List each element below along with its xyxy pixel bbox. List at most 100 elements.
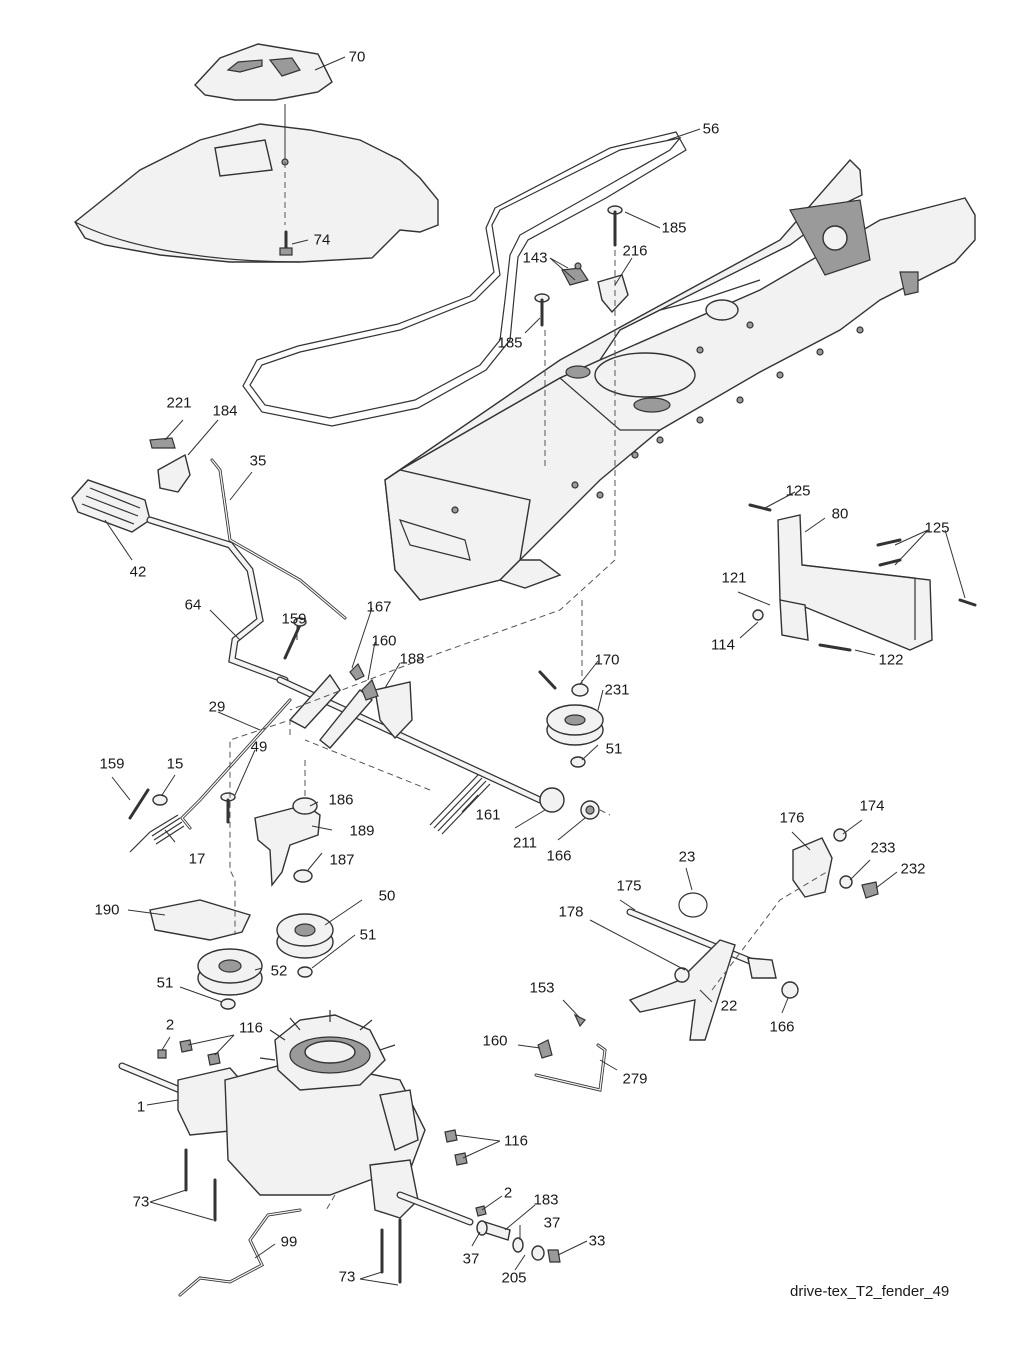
callout-170: 170 [594, 651, 620, 669]
callout-143: 143 [522, 249, 548, 267]
rod-29-part [179, 698, 292, 830]
callout-22: 22 [720, 997, 738, 1015]
callout-279: 279 [622, 1070, 648, 1088]
callout-52: 52 [270, 962, 288, 980]
callout-70: 70 [348, 48, 366, 66]
callout-175: 175 [616, 877, 642, 895]
callout-74: 74 [313, 231, 331, 249]
callout-184: 184 [212, 402, 238, 420]
callout-37: 37 [462, 1250, 480, 1268]
callout-37: 37 [543, 1214, 561, 1232]
callout-185: 185 [661, 219, 687, 237]
leader-lines [104, 56, 966, 1286]
knob-184-part [149, 437, 191, 493]
callout-233: 233 [870, 839, 896, 857]
callout-176: 176 [779, 809, 805, 827]
callout-160: 160 [371, 632, 397, 650]
bracket-189-part [254, 797, 321, 887]
callout-174: 174 [859, 797, 885, 815]
pulley-52-part [197, 948, 263, 1010]
callout-160: 160 [482, 1032, 508, 1050]
callout-153: 153 [529, 979, 555, 997]
main-frame-part [384, 158, 976, 601]
callout-189: 189 [349, 822, 375, 840]
callout-17: 17 [188, 850, 206, 868]
callout-15: 15 [166, 755, 184, 773]
callout-186: 186 [328, 791, 354, 809]
transaxle-part [118, 1010, 474, 1226]
callout-231: 231 [604, 681, 630, 699]
callout-187: 187 [329, 851, 355, 869]
callout-167: 167 [366, 598, 392, 616]
drive-belt-part [242, 131, 687, 427]
callout-159: 159 [281, 610, 307, 628]
callout-23: 23 [678, 848, 696, 866]
pulley-50-part [276, 913, 334, 978]
callout-51: 51 [156, 974, 174, 992]
callout-99: 99 [280, 1233, 298, 1251]
pulley-231-part [538, 670, 604, 768]
callout-2: 2 [503, 1184, 513, 1202]
callout-166: 166 [769, 1018, 795, 1036]
plate-190-part [149, 899, 251, 941]
callout-114: 114 [711, 636, 735, 654]
clip-160-part [349, 662, 379, 701]
bushing-211-part [539, 787, 565, 813]
callout-56: 56 [702, 120, 720, 138]
fender-part [74, 104, 439, 263]
rod-279-part [534, 1013, 607, 1092]
callout-29: 29 [208, 698, 226, 716]
callout-232: 232 [900, 860, 926, 878]
callout-166: 166 [546, 847, 572, 865]
bolt-74-part [279, 230, 293, 256]
callout-35: 35 [249, 452, 267, 470]
callout-116: 116 [504, 1132, 528, 1150]
bolt-49-part [220, 792, 236, 824]
lever-64-part [146, 516, 289, 684]
clip-216-part [561, 262, 629, 314]
callout-216: 216 [622, 242, 648, 260]
spring-161-part [429, 774, 491, 835]
callout-51: 51 [359, 926, 377, 944]
callout-185: 185 [497, 334, 523, 352]
bolts-73-part [184, 1148, 402, 1284]
spring-17-part [128, 788, 185, 853]
diagram-id-caption: drive-tex_T2_fender_49 [790, 1283, 950, 1300]
callout-121: 121 [721, 569, 747, 587]
bolt-185-part [534, 205, 623, 327]
callout-73: 73 [132, 1193, 150, 1211]
callout-73: 73 [338, 1268, 356, 1286]
callout-205: 205 [501, 1269, 527, 1287]
callout-221: 221 [166, 394, 192, 412]
callout-64: 64 [184, 596, 202, 614]
callout-161: 161 [475, 806, 501, 824]
callout-211: 211 [513, 834, 537, 852]
callout-50: 50 [378, 887, 396, 905]
callout-42: 42 [129, 563, 147, 581]
rod-35-part [210, 458, 347, 620]
callout-183: 183 [533, 1191, 559, 1209]
rod-99-part [178, 1208, 302, 1297]
callout-49: 49 [250, 738, 268, 756]
callout-190: 190 [94, 901, 120, 919]
callout-1: 1 [136, 1098, 146, 1116]
callout-116: 116 [239, 1019, 263, 1037]
callout-51: 51 [605, 740, 623, 758]
callout-178: 178 [558, 903, 584, 921]
callout-80: 80 [831, 505, 849, 523]
callout-33: 33 [588, 1232, 606, 1250]
grip-42-part [71, 479, 151, 533]
callout-125: 125 [785, 482, 811, 500]
assembly-dash-lines [229, 162, 831, 1213]
callout-125: 125 [924, 519, 950, 537]
callout-122: 122 [878, 651, 904, 669]
callout-188: 188 [399, 650, 425, 668]
axle-hardware-part [476, 1220, 561, 1263]
console-cover-part [194, 43, 333, 101]
bracket-176-part [792, 828, 879, 899]
shaft-175-part [626, 908, 799, 1041]
cross-shaft-part [276, 673, 600, 820]
ring-23-part [678, 892, 708, 918]
callout-2: 2 [165, 1016, 175, 1034]
